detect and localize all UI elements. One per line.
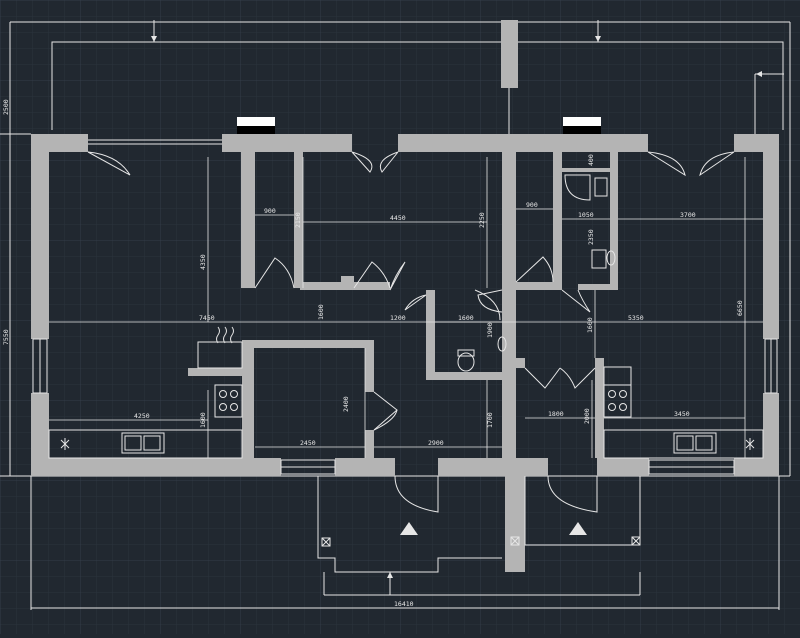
dim-right-living-width: 5350 xyxy=(628,314,644,322)
dim-closet-1-depth: 2150 xyxy=(294,212,302,228)
dimension-lines xyxy=(49,157,763,458)
dim-hall-height: 2400 xyxy=(342,396,350,412)
dim-entry-right-width: 1800 xyxy=(548,410,564,418)
dim-wc-width: 1600 xyxy=(458,314,474,322)
dim-closet-1-width: 900 xyxy=(264,207,276,215)
dim-kitchen-left-small: 1600 xyxy=(199,412,207,428)
dim-main-living-depth: 4350 xyxy=(199,254,207,270)
dim-total-height: 7550 xyxy=(2,329,10,345)
dim-bedroom-center-width: 4450 xyxy=(390,214,406,222)
entrance-arrow-left xyxy=(400,522,418,535)
fridge-symbol xyxy=(60,438,755,450)
dim-hall-right-width: 2900 xyxy=(428,439,444,447)
dim-hall-left-width: 2450 xyxy=(300,439,316,447)
dim-top-offset: 2500 xyxy=(2,99,10,115)
dim-corridor-mid: 1200 xyxy=(390,314,406,322)
dim-bath-depth: 2350 xyxy=(587,229,595,245)
porch-left xyxy=(317,476,641,596)
radiator-symbol xyxy=(216,326,234,344)
dim-kitchen-right-width: 3450 xyxy=(674,410,690,418)
dim-bath-width: 1050 xyxy=(578,211,594,219)
dim-kitchen-left-width: 4250 xyxy=(134,412,150,420)
dim-bedroom-right-depth: 6650 xyxy=(736,300,744,316)
fixtures xyxy=(48,174,764,459)
dim-right-small: 1600 xyxy=(586,317,594,333)
doors xyxy=(87,151,735,513)
chimney-column xyxy=(501,20,518,88)
entrance-arrow-right xyxy=(569,522,587,535)
roof-markers xyxy=(237,117,601,134)
dim-corridor-side: 1600 xyxy=(317,304,325,320)
windows xyxy=(32,139,778,475)
dim-wc-depth: 1900 xyxy=(486,322,494,338)
dimension-labels: 2500 7550 16410 4350 7450 4250 1600 900 … xyxy=(2,99,744,608)
dim-bath-top: 400 xyxy=(587,154,595,166)
dimension-arrow xyxy=(387,572,393,578)
porch-divider xyxy=(505,476,525,572)
dim-closet-2-width: 900 xyxy=(526,201,538,209)
dim-hall-right-depth: 1700 xyxy=(486,412,494,428)
dim-total-width: 16410 xyxy=(394,600,414,608)
walls xyxy=(31,134,779,476)
dim-bedroom-center-depth: 2250 xyxy=(478,212,486,228)
dim-main-living-width: 7450 xyxy=(199,314,215,322)
dim-bedroom-right-width: 3700 xyxy=(680,211,696,219)
porch-right xyxy=(510,476,641,546)
arrow-markers xyxy=(151,36,762,77)
dim-entry-right-depth: 2000 xyxy=(583,408,591,424)
